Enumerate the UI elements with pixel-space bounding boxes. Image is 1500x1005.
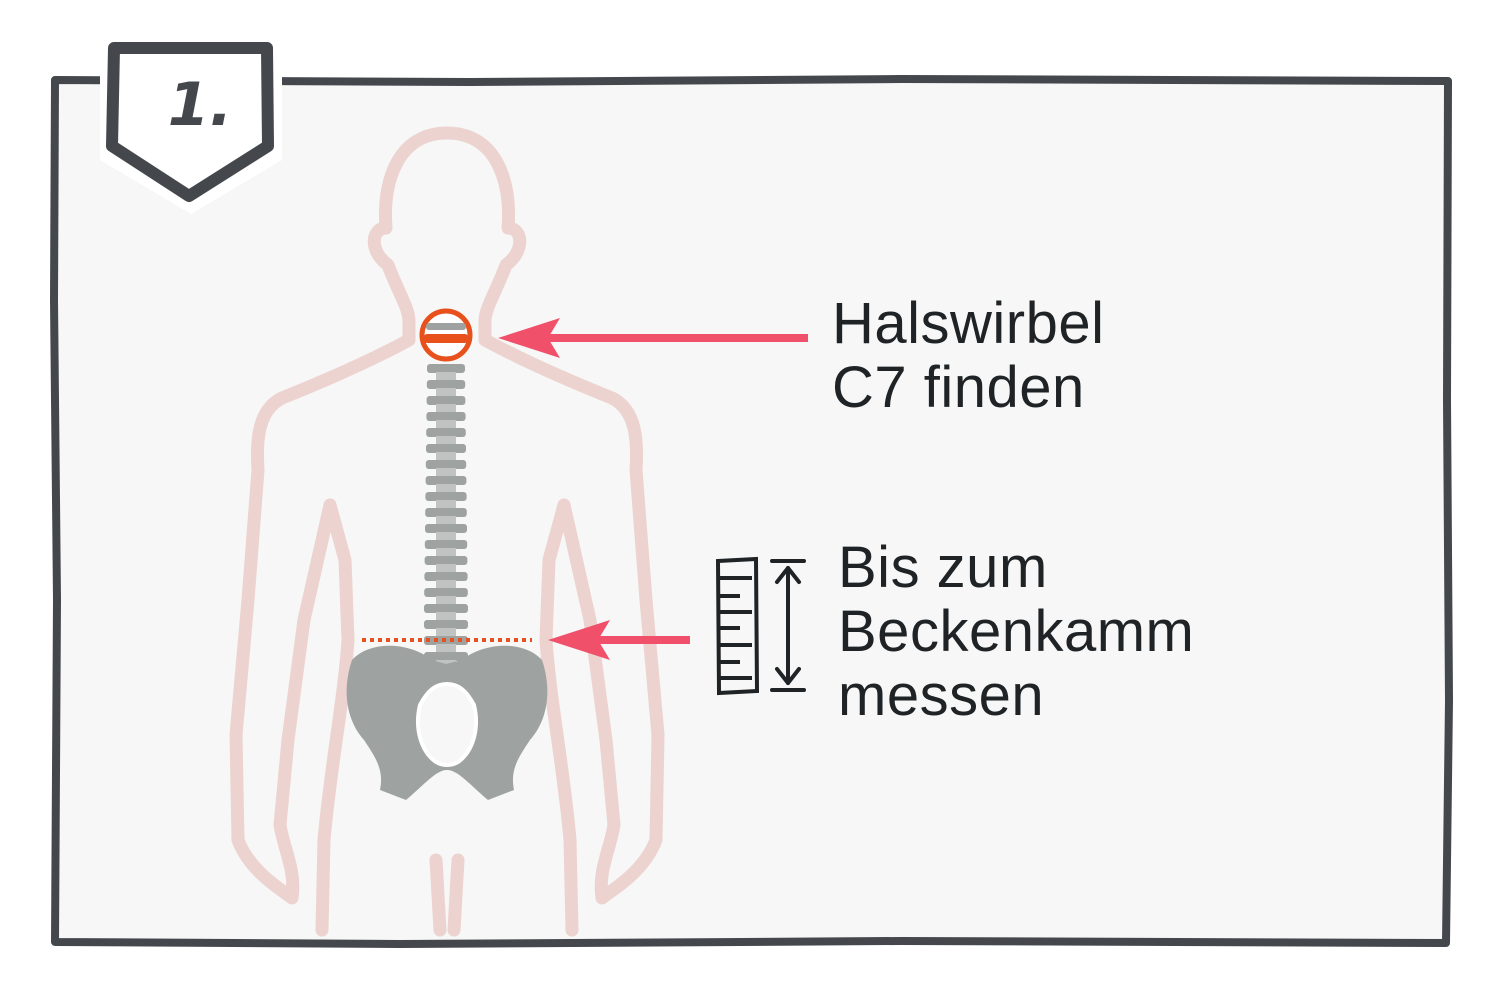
vertebra-disc <box>436 452 456 460</box>
vertebra-disc <box>436 372 456 380</box>
step-badge <box>100 38 282 214</box>
vertebra <box>426 380 466 389</box>
iliac-crest-label-line-3: messen <box>838 663 1045 728</box>
vertebra-disc <box>436 532 456 540</box>
iliac-crest-label: Bis zum Beckenkamm messen <box>838 536 1194 728</box>
vertebra <box>426 444 466 453</box>
vertebra <box>426 412 466 421</box>
double-arrow-icon <box>770 559 806 692</box>
pelvis <box>346 645 548 800</box>
vertebra-disc <box>436 468 456 476</box>
arrow-iliac-crest <box>548 620 690 660</box>
vertebra <box>426 396 466 405</box>
vertebra-disc <box>436 516 456 524</box>
vertebra <box>424 588 468 597</box>
c7-label-line-1: Halswirbel <box>832 291 1105 356</box>
vertebra <box>426 428 466 437</box>
vertebra-disc <box>436 580 456 588</box>
vertebra <box>424 604 468 613</box>
frame <box>50 75 1453 948</box>
iliac-crest-label-line-1: Bis zum <box>838 535 1048 600</box>
vertebra <box>424 572 468 581</box>
vertebra-disc <box>436 644 456 652</box>
c7-label: Halswirbel C7 finden <box>832 292 1105 420</box>
arrow-c7 <box>498 318 808 358</box>
vertebra-disc <box>436 404 456 412</box>
body-outline <box>229 126 665 937</box>
ruler-icon <box>715 556 760 696</box>
vertebra <box>425 492 467 501</box>
vertebra <box>425 508 467 517</box>
vertebra-disc <box>436 484 456 492</box>
vertebra-disc <box>436 596 456 604</box>
vertebra-disc <box>436 388 456 396</box>
vertebra <box>427 364 465 373</box>
vertebra-disc <box>436 612 456 620</box>
vertebra-disc <box>436 500 456 508</box>
vertebra <box>424 540 468 549</box>
vertebra <box>425 476 467 485</box>
vertebra <box>425 460 467 469</box>
c7-vertebra-highlight <box>419 308 473 362</box>
vertebra-disc <box>436 548 456 556</box>
iliac-crest-label-line-2: Beckenkamm <box>838 599 1195 664</box>
vertebra-disc <box>436 436 456 444</box>
vertebra <box>425 524 467 533</box>
vertebra-disc <box>436 628 456 636</box>
vertebra <box>424 620 468 629</box>
vertebra-disc <box>436 420 456 428</box>
vertebra <box>424 652 468 661</box>
c7-label-line-2: C7 finden <box>832 355 1085 420</box>
vertebra <box>424 556 468 565</box>
vertebra-disc <box>436 564 456 572</box>
step-number: 1. <box>167 70 233 140</box>
